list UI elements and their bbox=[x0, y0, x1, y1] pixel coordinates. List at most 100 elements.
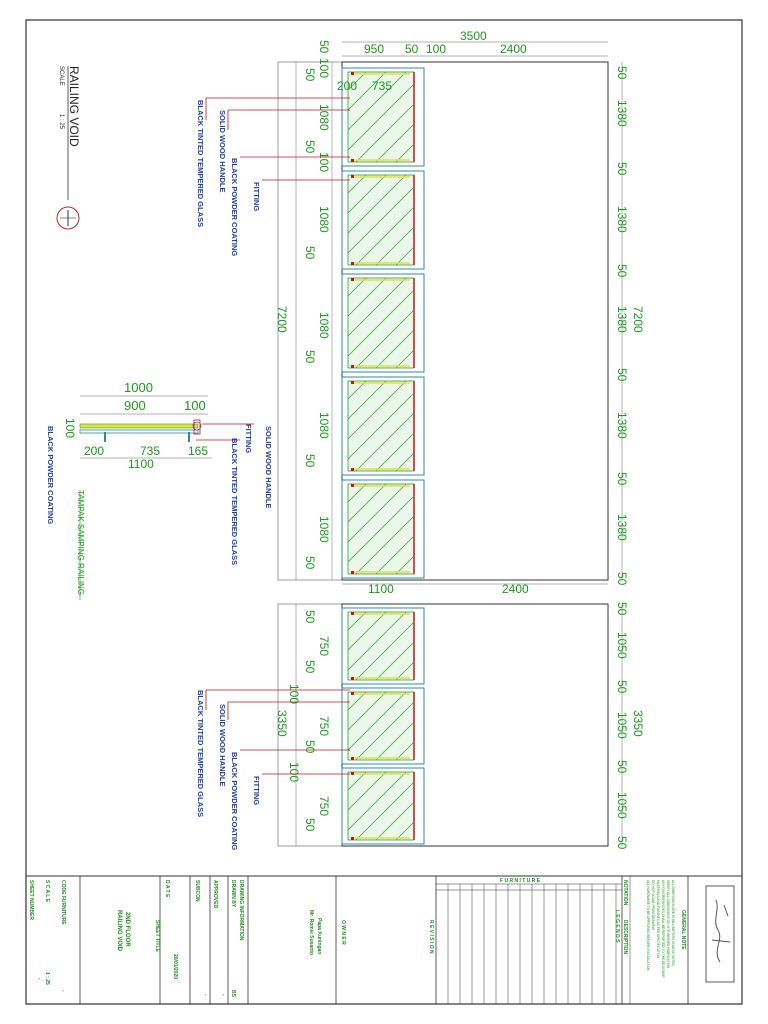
dim-b-right-total: 3350 bbox=[631, 710, 645, 737]
subcon-label: SUBCON bbox=[194, 880, 200, 902]
legends-label: L E G E N D S bbox=[614, 910, 620, 943]
dim-l-50-1: 50 bbox=[303, 68, 317, 82]
date-value: 20/01/2020 bbox=[172, 954, 178, 979]
dim-1100-bottom: 1100 bbox=[368, 582, 394, 596]
side-dim-100: 100 bbox=[184, 398, 206, 413]
dim-l-50-2b: 50 bbox=[303, 246, 317, 260]
approved-label: APPROVED bbox=[212, 880, 218, 908]
dim-b-r-50a: 50 bbox=[615, 602, 629, 616]
description-label: DESCRIPTION bbox=[622, 920, 628, 955]
dim-l-1080-1: 1080 bbox=[317, 104, 331, 131]
general-notes: ALL DIMENSIONS ARE IN MILLIMETERS UNLESS… bbox=[646, 880, 675, 978]
railing-plan-top: 3500 950 50 100 2400 200 735 50 1380 50 … bbox=[275, 29, 645, 596]
note-line: ALL DIMENSIONS ARE IN MILLIMETERS UNLESS… bbox=[671, 880, 675, 966]
dim-2400-bottom: 2400 bbox=[502, 582, 529, 596]
dim-l-1080-2: 1080 bbox=[317, 206, 331, 233]
approved-value: - bbox=[220, 994, 226, 996]
drawing-info-label: DRAWING INFORMATION bbox=[238, 880, 244, 941]
callout-powder-bottom: BLACK POWDER COATING bbox=[230, 752, 239, 850]
dim-l-50-top: 50 bbox=[317, 40, 331, 54]
sheet-number-label: SHEET NUMBER bbox=[28, 880, 34, 920]
note-line: VERIFY ALL DIMENSIONS ON SITE BEFORE FAB… bbox=[666, 880, 670, 969]
view-title: RAILING VOID bbox=[67, 66, 81, 147]
dim-r-1380c: 1380 bbox=[615, 306, 629, 333]
sheet-title-value-2: 2ND FLOOR bbox=[124, 912, 130, 947]
dim-b-r-1050c: 1050 bbox=[615, 792, 629, 819]
dim-b-r-1050b: 1050 bbox=[615, 712, 629, 739]
dim-right-total: 7200 bbox=[631, 306, 645, 333]
side-dim-735: 735 bbox=[140, 444, 160, 458]
logo-box bbox=[705, 885, 735, 983]
revision-label: R E V I S I O N bbox=[428, 920, 434, 954]
scale-label-tb: S C A L E bbox=[44, 880, 50, 903]
dim-b-r-1050a: 1050 bbox=[615, 632, 629, 659]
dim-l-1080-3: 1080 bbox=[317, 312, 331, 339]
callout-handle-side: SOLID WOOD HANDLE bbox=[264, 426, 273, 509]
dim-b-750c: 750 bbox=[317, 796, 331, 816]
panel-b3 bbox=[341, 767, 425, 845]
sheet-title-label: SHEET TITLE bbox=[154, 920, 160, 953]
dim-l-50-1b: 50 bbox=[303, 140, 317, 154]
panel-2 bbox=[341, 170, 425, 270]
panel-b1 bbox=[341, 607, 425, 685]
dim-l-100-1: 100 bbox=[317, 152, 331, 172]
dim-b-left-total: 3350 bbox=[275, 710, 289, 737]
project-name: Papa Kuningan bbox=[316, 918, 322, 954]
drawn-by-value: BS bbox=[230, 990, 236, 998]
railing-plan-bottom: 50 1050 50 1050 50 1050 50 3350 3350 750… bbox=[275, 602, 645, 850]
panel-5 bbox=[341, 479, 425, 579]
callout-fitting-side: FITTING bbox=[244, 424, 253, 453]
dim-b-750a: 750 bbox=[317, 636, 331, 656]
general-note-label: GENERAL NOTE bbox=[680, 910, 686, 950]
callout-fitting-top: FITTING bbox=[252, 182, 261, 211]
callout-powder-side: BLACK POWDER COATING bbox=[46, 426, 55, 524]
dim-l-100-top: 100 bbox=[317, 58, 331, 78]
note-line: ANY DISCREPANCIES SHALL BE REPORTED TO T… bbox=[661, 880, 665, 978]
dim-950: 950 bbox=[364, 42, 384, 56]
side-dim-200: 200 bbox=[84, 444, 104, 458]
dim-left-total: 7200 bbox=[275, 306, 289, 333]
note-line: MATERIALS AND FINISHES AS PER SPECIFICAT… bbox=[656, 880, 660, 959]
dim-l-1080-4: 1080 bbox=[317, 412, 331, 439]
dim-b-l-100b: 100 bbox=[287, 762, 301, 782]
drawn-by-label: DRAWN BY bbox=[230, 880, 236, 908]
callout-glass-bottom: BLACK TINTED TEMPERED GLASS bbox=[196, 690, 205, 817]
dim-b-l-100a: 100 bbox=[287, 684, 301, 704]
dim-b-750b: 750 bbox=[317, 716, 331, 736]
dim-r-50f: 50 bbox=[615, 572, 629, 586]
dim-200-inner: 200 bbox=[337, 79, 357, 93]
dim-2400-top: 2400 bbox=[500, 42, 527, 56]
dim-b-r-50d: 50 bbox=[615, 836, 629, 850]
callout-glass-side: BLACK TINTED TEMPERED GLASS bbox=[230, 438, 239, 565]
dim-50-top: 50 bbox=[405, 42, 419, 56]
sheet-number-value: - bbox=[36, 978, 42, 980]
callout-handle-top: SOLID WOOD HANDLE bbox=[218, 110, 227, 193]
callouts-top: BLACK TINTED TEMPERED GLASS SOLID WOOD H… bbox=[196, 97, 350, 256]
scale-value-tb: 1 : 25 bbox=[44, 972, 50, 985]
side-view-title: TAMPAK SAMPING RAILING bbox=[76, 490, 85, 595]
dim-l-50-5b: 50 bbox=[303, 556, 317, 570]
note-line: ALL HARDWARE TO BE APPROVED BEFORE INSTA… bbox=[646, 880, 650, 971]
dim-r-1380a: 1380 bbox=[615, 100, 629, 127]
dim-r-50e: 50 bbox=[615, 472, 629, 486]
side-dim-1100: 1100 bbox=[128, 457, 154, 471]
side-view: 1000 900 100 100 200 735 165 1100 BLACK … bbox=[46, 380, 273, 600]
dim-r-1380b: 1380 bbox=[615, 206, 629, 233]
furniture-label: F U R N I T U R E bbox=[500, 878, 541, 884]
code-label: CODE FURNITURE bbox=[60, 880, 66, 925]
notation-label: NOTATION bbox=[622, 880, 628, 906]
dim-l-50-4b: 50 bbox=[303, 454, 317, 468]
dim-l-1080-5: 1080 bbox=[317, 516, 331, 543]
sheet-border bbox=[25, 19, 743, 1005]
owner-name: Mr. Romie Susanto bbox=[308, 910, 314, 955]
dim-r-50c: 50 bbox=[615, 264, 629, 278]
dim-b-l-50a: 50 bbox=[303, 610, 317, 624]
dim-b-r-50c: 50 bbox=[615, 760, 629, 774]
fitting-icon bbox=[192, 421, 202, 431]
side-dim-165: 165 bbox=[188, 444, 208, 458]
side-dim-1000: 1000 bbox=[124, 380, 153, 395]
callout-powder-top: BLACK POWDER COATING bbox=[230, 158, 239, 256]
dim-b-l-50b: 50 bbox=[303, 660, 317, 674]
dim-r-50a: 50 bbox=[615, 66, 629, 80]
